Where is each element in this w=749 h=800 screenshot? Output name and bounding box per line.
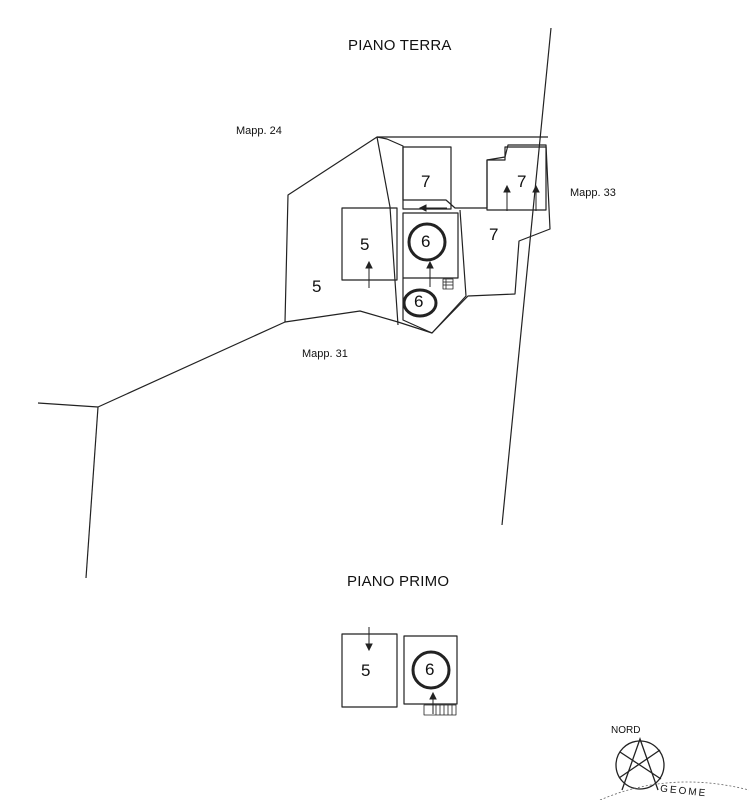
ground-area-7-number: 7 [489,225,499,244]
boundary-line-west [85,406,99,579]
ground-unit-6-yard-number: 6 [414,292,424,311]
first-unit-6-building [403,635,458,705]
ground-unit-7-number: 7 [421,172,431,191]
unit-6-highlight-circle [407,222,447,262]
entrance-arrow-unit-6 [426,260,434,287]
entrance-arrow-unit-7-east-a [503,184,511,211]
parcel-label-mapp31: Mapp. 31 [302,348,348,360]
ground-unit-6-number: 6 [421,232,431,251]
north-label: NORD [611,725,641,736]
ground-unit-7-east-number: 7 [517,172,527,191]
boundary-line-east [501,27,552,526]
parcel-label-mapp24: Mapp. 24 [236,125,282,137]
first-floor-title: PIANO PRIMO [347,573,450,590]
ground-unit-5-number: 5 [360,235,370,254]
first-unit-6-highlight-circle [411,650,451,690]
entrance-arrow-first-unit-5 [365,627,373,652]
ground-courtyard-outline [284,136,551,334]
boundary-line-south-west [37,321,286,408]
entrance-arrow-first-unit-6 [429,691,437,714]
entrance-arrow-unit-7-east-b [532,184,540,211]
ground-floor-title: PIANO TERRA [348,37,452,54]
unit-6-yard-highlight-circle [402,288,438,318]
entrance-arrow-unit-5 [365,260,373,288]
ground-unit-7-building [402,146,452,210]
ground-area-5-number: 5 [312,277,322,296]
first-stairs [423,704,457,716]
north-arrow-icon [615,737,665,791]
entrance-arrow-unit-7 [418,204,447,212]
area-divider-line [376,136,399,326]
stamp-arc [599,781,749,800]
parcel-label-mapp33: Mapp. 33 [570,187,616,199]
ground-stairs [442,278,454,290]
first-unit-5-number: 5 [361,661,371,680]
ground-unit-7-east-building [486,146,547,211]
first-unit-6-number: 6 [425,660,435,679]
